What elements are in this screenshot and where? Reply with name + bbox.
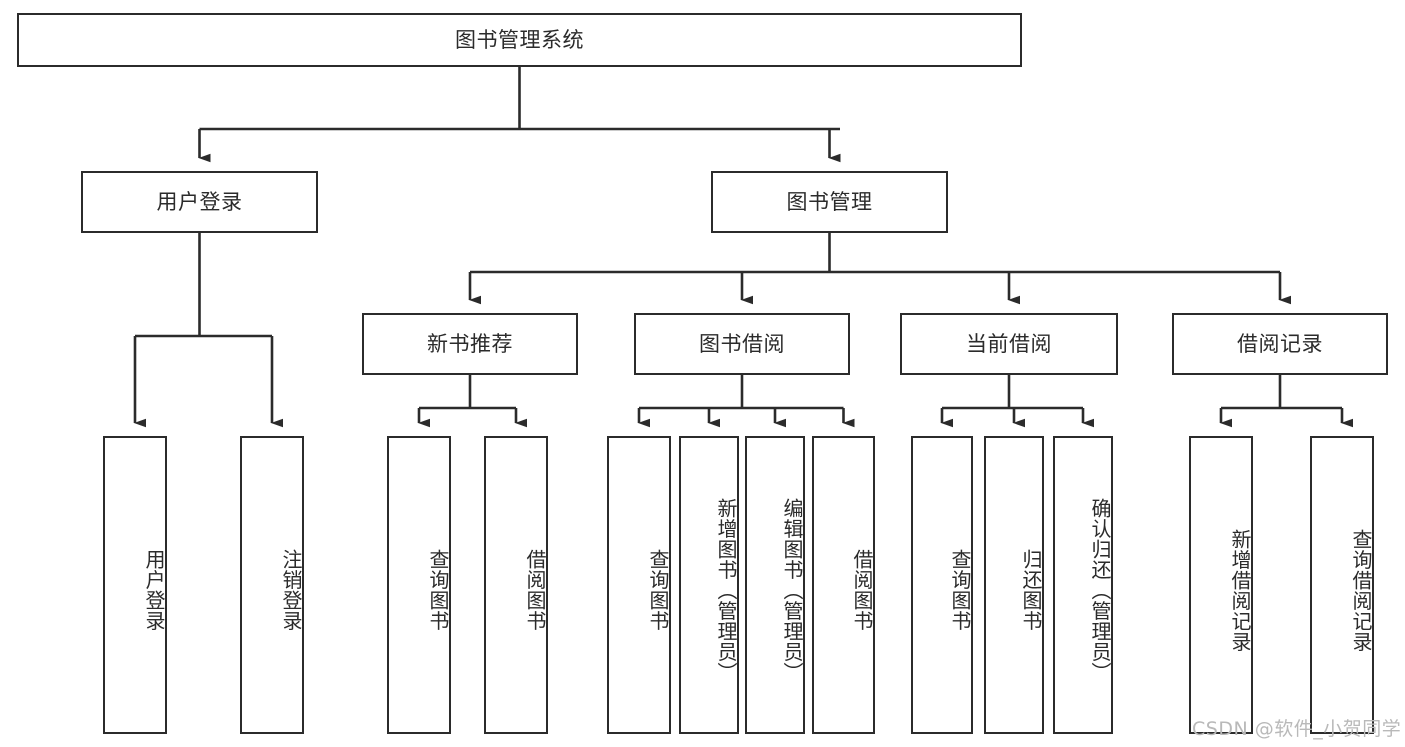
node-leaf-logout[interactable]: 注销登录 bbox=[240, 436, 304, 734]
node-leaf-borrow-book-label: 借阅图书 bbox=[850, 549, 874, 631]
node-root[interactable]: 图书管理系统 bbox=[17, 13, 1022, 67]
node-leaf-add-book[interactable]: 新增图书（管理员） bbox=[679, 436, 739, 734]
node-leaf-confirm-return[interactable]: 确认归还（管理员） bbox=[1053, 436, 1113, 734]
node-leaf-query-book-borrow[interactable]: 查询图书 bbox=[607, 436, 671, 734]
node-leaf-user-login[interactable]: 用户登录 bbox=[103, 436, 167, 734]
node-book-manage[interactable]: 图书管理 bbox=[711, 171, 948, 233]
node-leaf-confirm-return-label: 确认归还（管理员） bbox=[1088, 497, 1112, 683]
node-current-borrow[interactable]: 当前借阅 bbox=[900, 313, 1118, 375]
node-leaf-borrow-book-rec[interactable]: 借阅图书 bbox=[484, 436, 548, 734]
node-leaf-query-book-current-label: 查询图书 bbox=[948, 549, 972, 631]
node-leaf-query-record[interactable]: 查询借阅记录 bbox=[1310, 436, 1374, 734]
node-borrow-record-label: 借阅记录 bbox=[1237, 331, 1323, 356]
node-leaf-return-book-label: 归还图书 bbox=[1019, 549, 1043, 631]
node-new-book-recommend-label: 新书推荐 bbox=[427, 331, 513, 356]
node-leaf-borrow-book-rec-label: 借阅图书 bbox=[523, 549, 547, 631]
node-leaf-add-book-label: 新增图书（管理员） bbox=[714, 497, 738, 683]
node-leaf-add-record-label: 新增借阅记录 bbox=[1228, 528, 1252, 652]
node-current-borrow-label: 当前借阅 bbox=[966, 331, 1052, 356]
node-leaf-add-record[interactable]: 新增借阅记录 bbox=[1189, 436, 1253, 734]
node-borrow-record[interactable]: 借阅记录 bbox=[1172, 313, 1388, 375]
node-leaf-logout-label: 注销登录 bbox=[279, 549, 303, 631]
node-leaf-query-book-rec[interactable]: 查询图书 bbox=[387, 436, 451, 734]
node-book-borrow[interactable]: 图书借阅 bbox=[634, 313, 850, 375]
node-leaf-user-login-label: 用户登录 bbox=[142, 549, 166, 631]
node-book-manage-label: 图书管理 bbox=[786, 189, 873, 214]
node-new-book-recommend[interactable]: 新书推荐 bbox=[362, 313, 578, 375]
node-leaf-query-record-label: 查询借阅记录 bbox=[1349, 528, 1373, 652]
node-leaf-borrow-book[interactable]: 借阅图书 bbox=[812, 436, 875, 734]
node-leaf-edit-book-label: 编辑图书（管理员） bbox=[780, 497, 804, 683]
node-leaf-edit-book[interactable]: 编辑图书（管理员） bbox=[745, 436, 805, 734]
node-root-label: 图书管理系统 bbox=[455, 27, 584, 52]
node-leaf-return-book[interactable]: 归还图书 bbox=[984, 436, 1044, 734]
node-user-login-label: 用户登录 bbox=[156, 189, 243, 214]
node-leaf-query-book-borrow-label: 查询图书 bbox=[646, 549, 670, 631]
node-user-login[interactable]: 用户登录 bbox=[81, 171, 318, 233]
node-leaf-query-book-current[interactable]: 查询图书 bbox=[911, 436, 973, 734]
node-leaf-query-book-rec-label: 查询图书 bbox=[426, 549, 450, 631]
csdn-watermark: CSDN @软件_小贺同学 bbox=[1192, 718, 1402, 740]
node-book-borrow-label: 图书借阅 bbox=[699, 331, 785, 356]
